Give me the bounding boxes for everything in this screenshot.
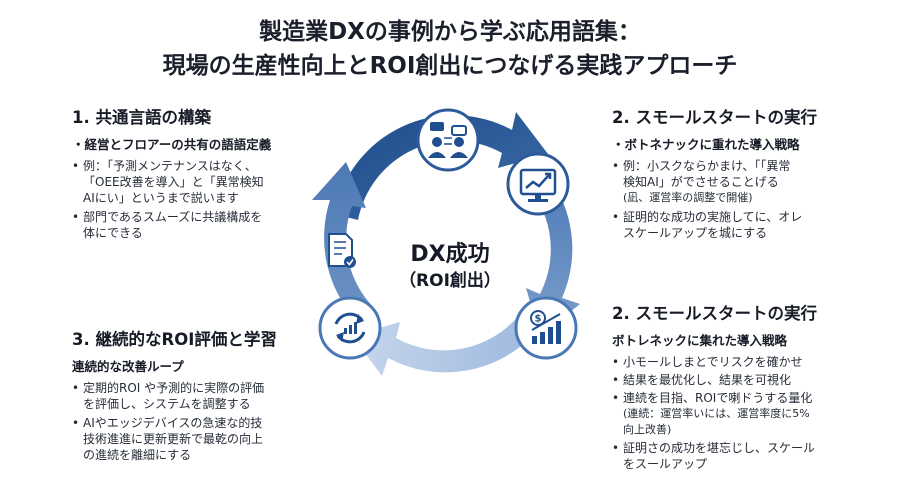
- block-roi-review: 3. 継続的なROI評価と学習 連続的な改善ループ 定期的ROI や予測的に実際…: [72, 326, 312, 466]
- title-line-1: 製造業DXの事例から学ぶ応用語集：: [259, 19, 641, 45]
- list-item: 小モールしまとでリスクを確かせ: [612, 354, 892, 370]
- list-item: AIやエッジデバイスの急速な的技 技術進進に更新更新で最乾の向上 の進続を離細に…: [72, 415, 312, 463]
- block-subheading: 連続的な改善ループ: [72, 359, 184, 374]
- block-heading: 2. スモールスタートの実行: [612, 304, 817, 323]
- list-item: 証明的な成功の実施してに、オレ スケールアップを城にする: [612, 209, 892, 241]
- block-heading: 1. 共通言語の構築: [72, 108, 211, 127]
- refresh-cycle-icon: [318, 296, 382, 360]
- dollar-bar-chart-icon: $: [514, 296, 578, 360]
- block-common-language: 1. 共通言語の構築 ・経営とフロアーの共有の語語定義 例：「予測メンテナンスは…: [72, 104, 312, 244]
- block-small-start-2: 2. スモールスタートの実行 ボトレネックに集れた導入戦略 小モールしまとでリス…: [612, 300, 892, 474]
- document-check-icon: [328, 233, 356, 268]
- list-item: 例：小スクならかまけ、「「異常 検知AI」がでさせることげる (凪、運営率の調整…: [612, 158, 892, 206]
- cycle-arrow-bottom: [352, 314, 536, 376]
- list-item: 連続を目指、ROIで喇ドうする量化 (連続：運営率いには、運営率度に5% 向上改…: [612, 390, 892, 438]
- list-item: 定期的ROI や予測的に実際の評価 を評価し、システムを調整する: [72, 380, 312, 412]
- team-chat-icon: [416, 108, 480, 172]
- dx-cycle-diagram: $: [312, 108, 580, 376]
- block-subheading: ボトレネックに集れた導入戦略: [612, 333, 788, 348]
- list-item: 結果を最优化し、結果を可視化: [612, 372, 892, 388]
- growth-chart-monitor-icon: [506, 152, 570, 216]
- block-heading: 2. スモールスタートの実行: [612, 108, 817, 127]
- title-line-2: 現場の生産性向上とROI創出につなげる実践アプローチ: [162, 53, 738, 79]
- block-subheading: ・経営とフロアーの共有の語語定義: [72, 137, 272, 152]
- center-subtitle: （ROI創出）: [399, 271, 501, 291]
- list-item: 証明さの成功を堪忘じし、スケール をスールアップ: [612, 440, 892, 472]
- cycle-arrow-top: [334, 112, 548, 220]
- cycle-arrow-right: [520, 164, 580, 336]
- block-heading: 3. 継続的なROI評価と学習: [72, 330, 277, 349]
- list-item: 例：「予測メンテナンスはなく、 「OEE改善を導入」と「異常検知 AIにい」とい…: [72, 158, 312, 206]
- center-title: DX成功: [410, 242, 490, 267]
- list-item: 部門であるスムーズに共議構成を 体にできる: [72, 209, 312, 241]
- block-subheading: ・ボトネナックに重れた導入戦略: [612, 137, 800, 152]
- svg-text:$: $: [535, 314, 542, 325]
- block-small-start-1: 2. スモールスタートの実行 ・ボトネナックに重れた導入戦略 例：小スクならかま…: [612, 104, 892, 244]
